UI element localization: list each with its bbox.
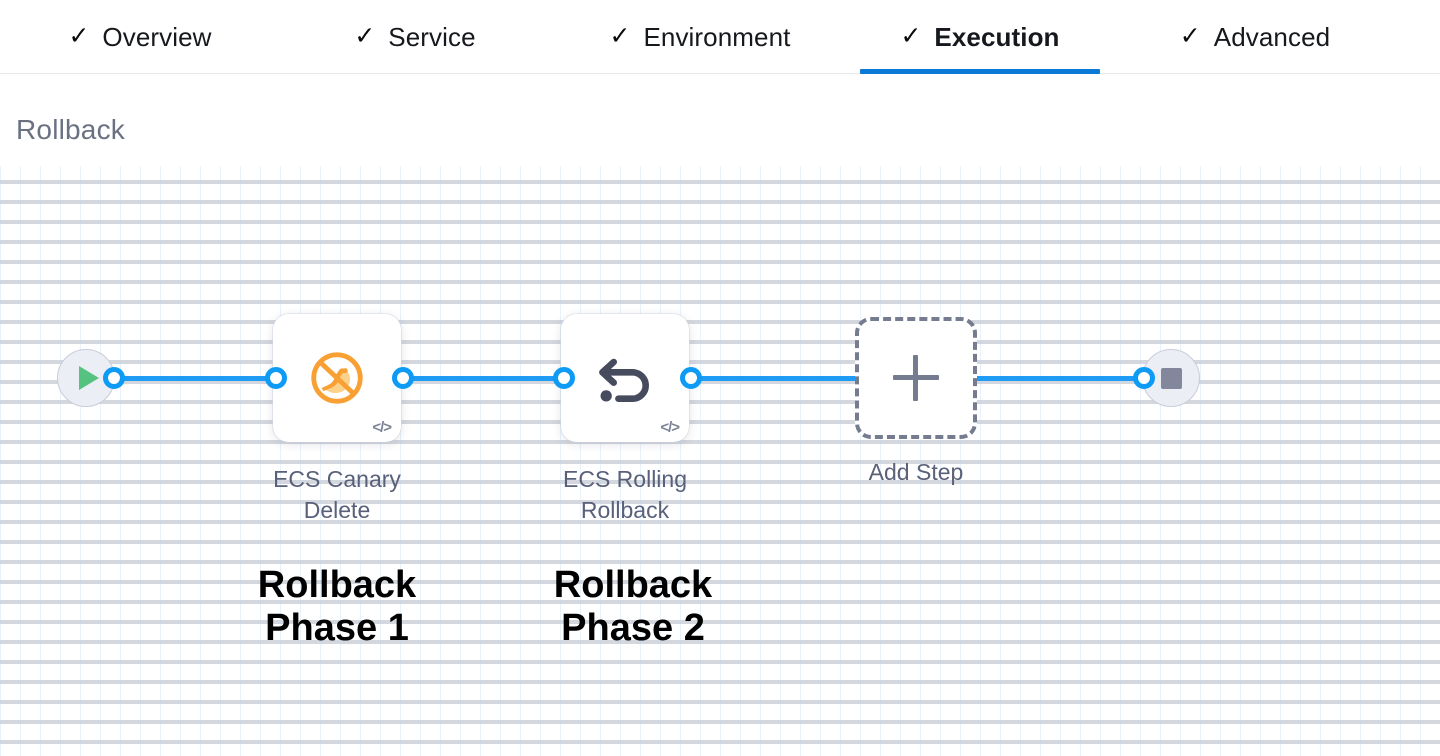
code-icon[interactable]: </> xyxy=(660,419,680,436)
check-icon: ✓ xyxy=(900,21,922,50)
add-step-label: Add Step xyxy=(868,459,964,485)
edge-step1-to-step2 xyxy=(396,376,576,381)
tab-environment[interactable]: ✓ Environment xyxy=(565,0,835,74)
play-icon xyxy=(79,366,99,390)
connector-dot-step2-in[interactable] xyxy=(553,367,575,389)
rollback-undo-icon xyxy=(561,314,689,442)
connector-dot-step1-in[interactable] xyxy=(265,367,287,389)
code-icon[interactable]: </> xyxy=(372,419,392,436)
pipeline-canvas[interactable]: Rollback </> xyxy=(0,74,1440,756)
plus-icon xyxy=(893,355,939,401)
connector-dot-step2-out[interactable] xyxy=(680,367,702,389)
check-icon: ✓ xyxy=(354,21,376,50)
connector-dot-start-out[interactable] xyxy=(103,367,125,389)
tab-active-underline xyxy=(860,69,1100,74)
tab-overview[interactable]: ✓ Overview xyxy=(20,0,260,74)
edge-start-to-step1 xyxy=(108,376,288,381)
tab-advanced[interactable]: ✓ Advanced xyxy=(1130,0,1380,74)
tab-label: Overview xyxy=(102,21,212,52)
tab-label: Environment xyxy=(643,21,791,52)
stop-icon xyxy=(1160,367,1182,389)
check-icon: ✓ xyxy=(68,21,90,50)
tab-label: Advanced xyxy=(1213,21,1331,52)
wizard-tab-bar: ✓ Overview ✓ Service ✓ Environment ✓ Exe… xyxy=(0,0,1440,74)
canvas-header-background xyxy=(0,74,1440,166)
step-node-ecs-rolling-rollback[interactable]: </> xyxy=(561,314,689,442)
tab-service[interactable]: ✓ Service xyxy=(300,0,530,74)
annotation-rollback-phase-1: Rollback Phase 1 xyxy=(257,564,417,649)
end-node[interactable] xyxy=(1142,349,1200,407)
edge-step2-to-addstep xyxy=(684,376,874,381)
check-icon: ✓ xyxy=(609,21,631,50)
page-title: Rollback xyxy=(16,112,131,148)
step-label-ecs-canary-delete: ECS Canary Delete xyxy=(273,466,401,524)
ecs-canary-delete-icon xyxy=(273,314,401,442)
tab-label: Service xyxy=(388,21,476,52)
connector-dot-step1-out[interactable] xyxy=(392,367,414,389)
connector-dot-end-in[interactable] xyxy=(1133,367,1155,389)
execution-flow-graph: </> ECS Canary Delete </> ECS Rolling Ro… xyxy=(0,74,1440,756)
tab-execution[interactable]: ✓ Execution xyxy=(860,0,1100,74)
annotation-rollback-phase-2: Rollback Phase 2 xyxy=(553,564,713,649)
edge-addstep-to-end xyxy=(972,376,1150,381)
tab-label: Execution xyxy=(934,21,1060,52)
check-icon: ✓ xyxy=(1179,21,1201,50)
step-node-ecs-canary-delete[interactable]: </> xyxy=(273,314,401,442)
add-step-button[interactable] xyxy=(855,317,977,439)
step-label-ecs-rolling-rollback: ECS Rolling Rollback xyxy=(563,466,687,524)
